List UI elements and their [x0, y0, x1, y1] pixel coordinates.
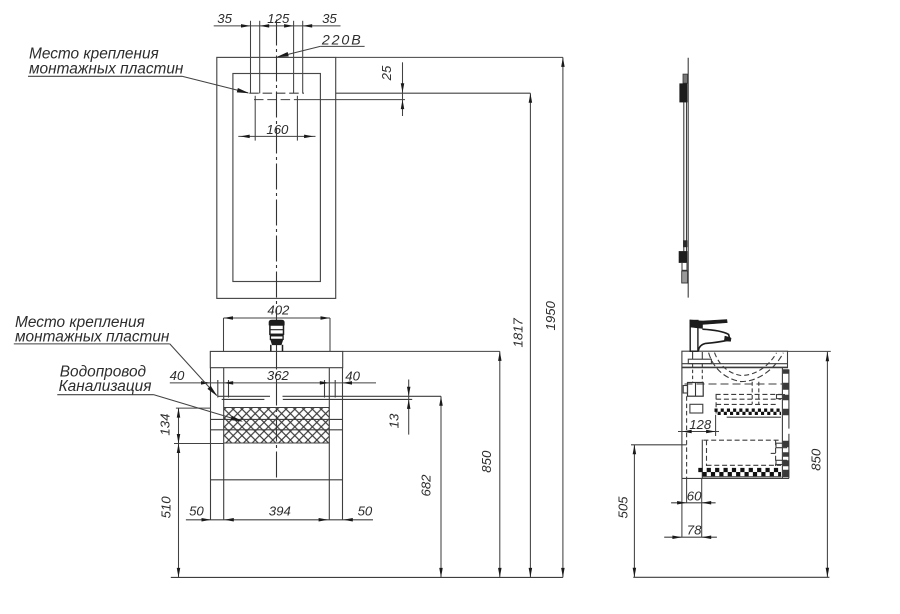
svg-text:402: 402: [267, 303, 290, 318]
svg-text:1950: 1950: [543, 300, 558, 330]
svg-text:850: 850: [809, 448, 824, 471]
svg-text:1817: 1817: [510, 317, 525, 347]
svg-text:50: 50: [189, 503, 204, 518]
svg-text:монтажных пластин: монтажных пластин: [15, 329, 170, 346]
svg-text:160: 160: [266, 122, 289, 137]
svg-text:220В: 220В: [321, 32, 363, 48]
svg-text:125: 125: [267, 11, 290, 26]
svg-text:13: 13: [387, 413, 402, 428]
svg-text:Канализация: Канализация: [59, 378, 152, 395]
svg-text:25: 25: [379, 65, 394, 81]
svg-text:850: 850: [479, 450, 494, 473]
svg-text:40: 40: [170, 368, 185, 383]
svg-text:505: 505: [616, 496, 631, 519]
svg-text:394: 394: [269, 503, 291, 518]
svg-text:362: 362: [267, 368, 290, 383]
svg-text:50: 50: [358, 503, 373, 518]
svg-text:510: 510: [158, 496, 173, 519]
svg-text:Место крепления: Место крепления: [29, 46, 159, 63]
svg-text:78: 78: [687, 523, 702, 538]
svg-text:35: 35: [217, 11, 232, 26]
svg-text:40: 40: [345, 368, 360, 383]
svg-text:Место крепления: Место крепления: [15, 314, 145, 331]
svg-text:128: 128: [689, 417, 712, 432]
svg-text:35: 35: [322, 11, 337, 26]
svg-text:60: 60: [687, 488, 702, 503]
svg-text:682: 682: [419, 474, 434, 497]
svg-text:Водопровод: Водопровод: [60, 363, 147, 380]
svg-text:134: 134: [157, 414, 172, 436]
svg-text:монтажных пластин: монтажных пластин: [29, 60, 184, 77]
